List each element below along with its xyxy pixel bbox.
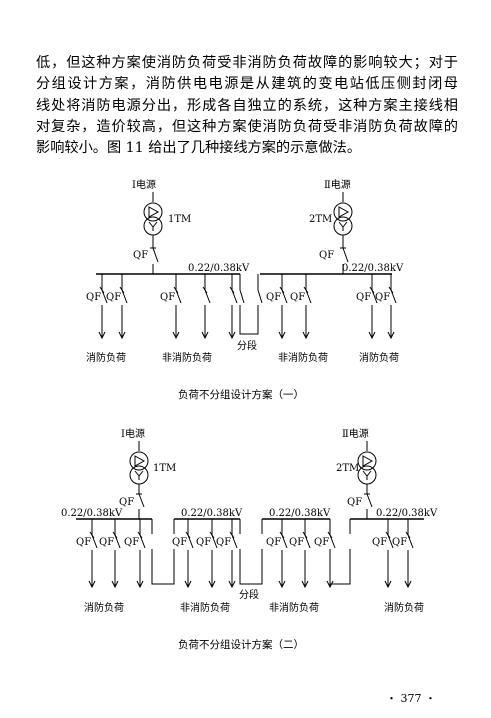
caption-2: 负荷不分组设计方案（二） — [178, 638, 304, 651]
feeder-breaker-label: QF — [266, 537, 281, 548]
load-nonfire-label-1: 非消防负荷 — [162, 351, 212, 364]
main-breaker-1-icon — [136, 493, 145, 519]
feeder-breaker-label: QF — [314, 537, 329, 548]
paragraph-line: 低，但这种方案使消防负荷受非消防负荷故障的影响较大；对于 — [36, 55, 458, 71]
main-breaker-2-icon — [364, 493, 373, 519]
source-2-label: Ⅱ电源 — [342, 427, 369, 440]
sectionalizer-loop — [239, 274, 259, 335]
feeder-breaker-label: QF — [76, 537, 91, 548]
voltage-label-3: 0.22/0.38kV — [269, 508, 331, 519]
feeder-breaker-label: QF — [99, 537, 114, 548]
page-number: ・ 377 ・ — [386, 692, 436, 705]
feeder-breaker-label: QF — [86, 292, 101, 303]
feeder-breaker-label: QF — [372, 537, 387, 548]
sectionalizer-label: 分段 — [239, 588, 259, 601]
transformer-2-label: 2TM — [309, 214, 332, 225]
paragraph-line: 对复杂，造价较高，但这种方案使消防负荷受非消防负荷故障的 — [36, 118, 458, 135]
feeder-breaker-label: QF — [392, 537, 407, 548]
load-fire-label-1: 消防负荷 — [84, 601, 124, 614]
feeder-breaker-label: QF — [290, 292, 305, 303]
feeder-breaker-label: QF — [266, 292, 281, 303]
main-breaker-2-label: QF — [319, 250, 334, 261]
diagram-1: Ⅰ电源 Ⅱ电源 1TM 2TM QF — [86, 178, 404, 401]
main-breaker-1-icon — [150, 247, 159, 274]
load-fire-label-1: 消防负荷 — [86, 351, 126, 364]
load-fire-label-2: 消防负荷 — [384, 601, 424, 614]
source-1-label: Ⅰ电源 — [121, 427, 145, 440]
body-paragraph: 低，但这种方案使消防负荷受非消防负荷故障的影响较大；对于 分组设计方案，消防供电… — [36, 53, 458, 159]
paragraph-line: 影响较小。图 11 给出了几种接线方案的示意做法。 — [36, 140, 362, 157]
voltage-label-4: 0.22/0.38kV — [376, 508, 438, 519]
feeder-breaker-label: QF — [160, 292, 175, 303]
feeder-breaker-label: QF — [172, 537, 187, 548]
voltage-label-1: 0.22/0.38kV — [61, 508, 123, 519]
source-1-label: Ⅰ电源 — [132, 178, 156, 191]
transformer-1-label: 1TM — [153, 463, 176, 474]
voltage-label-2: 0.22/0.38kV — [181, 508, 243, 519]
voltage-label-2: 0.22/0.38kV — [342, 263, 404, 274]
transformer-2tm-icon — [333, 192, 353, 248]
tie-link-1 — [151, 519, 175, 585]
feeder-breakers: QF QF QF QF QF QF QF QF QF QF QF — [76, 519, 414, 589]
source-2-label: Ⅱ电源 — [324, 178, 351, 191]
feeder-breaker-label: QF — [356, 292, 371, 303]
sectionalizer-label: 分段 — [237, 339, 257, 352]
feeder-breaker-label: QF — [375, 292, 390, 303]
main-breaker-1-label: QF — [119, 497, 134, 508]
tie-link-2 — [239, 519, 263, 585]
load-nonfire-label-2: 非消防负荷 — [269, 601, 319, 614]
feeder-breaker-label: QF — [216, 537, 231, 548]
feeder-breakers: QF QF QF QF QF QF QF — [86, 274, 397, 340]
load-nonfire-label-1: 非消防负荷 — [180, 601, 230, 614]
tie-link-3 — [329, 519, 351, 585]
main-breaker-2-label: QF — [347, 497, 362, 508]
feeder-breaker-label: QF — [196, 537, 211, 548]
feeder-breaker-label: QF — [124, 537, 139, 548]
main-breaker-1-label: QF — [133, 250, 148, 261]
transformer-1tm-icon — [129, 441, 149, 494]
load-fire-label-2: 消防负荷 — [359, 351, 399, 364]
feeder-breaker-label: QF — [106, 292, 121, 303]
paragraph-line: 线处将消防电源分出，形成各自独立的系统，这种方案主接线相 — [36, 97, 458, 114]
voltage-label-1: 0.22/0.38kV — [188, 263, 250, 274]
caption-1: 负荷不分组设计方案（一） — [178, 388, 304, 401]
paragraph-line: 分组设计方案，消防供电电源是从建筑的变电站低压侧封闭母 — [36, 76, 458, 93]
main-breaker-2-icon — [340, 247, 349, 274]
transformer-2tm-icon — [357, 441, 377, 494]
diagram-2: Ⅰ电源 Ⅱ电源 1TM 2TM QF — [61, 427, 438, 651]
transformer-1-label: 1TM — [168, 214, 191, 225]
feeder-breaker-label: QF — [289, 537, 304, 548]
transformer-2-label: 2TM — [336, 463, 359, 474]
load-nonfire-label-2: 非消防负荷 — [278, 351, 328, 364]
transformer-1tm-icon — [143, 192, 163, 248]
